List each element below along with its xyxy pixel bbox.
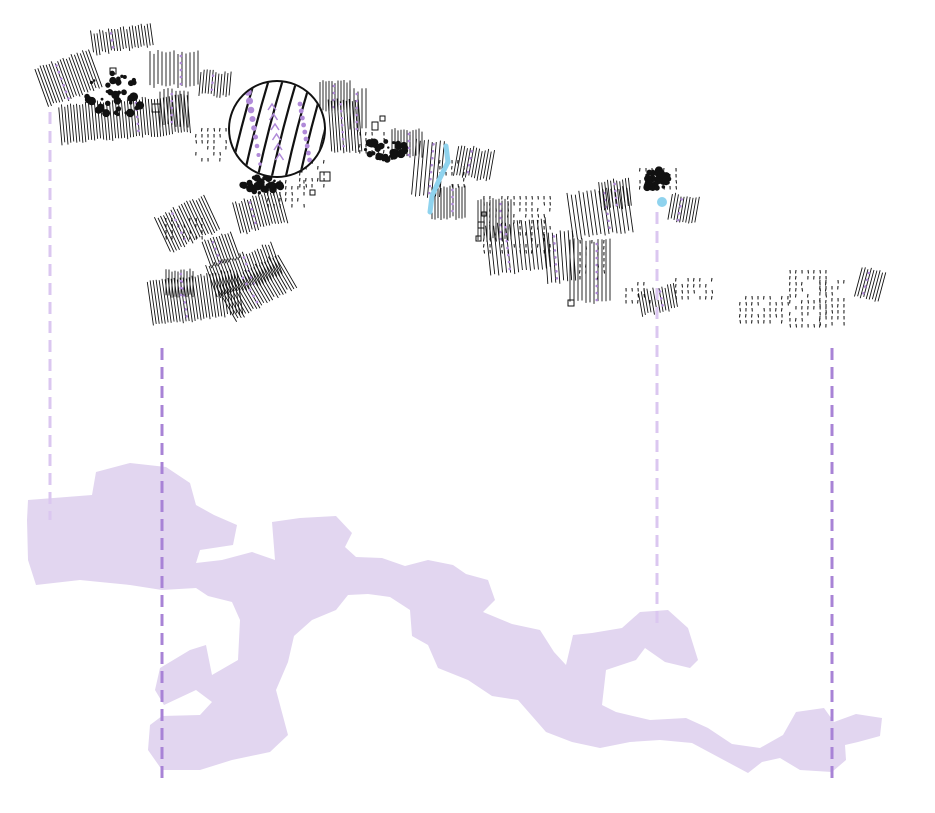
patch-lines-27	[854, 267, 887, 302]
patch-lines-1	[90, 23, 154, 56]
patch-lines-14	[485, 217, 551, 276]
lens-stripes	[230, 82, 324, 176]
patch-dash-29	[195, 127, 227, 162]
patch-dash-42	[165, 217, 203, 240]
patch-lines-0	[34, 49, 103, 107]
water-point-icon	[657, 197, 667, 207]
patch-lines-25	[217, 254, 298, 322]
patch-dash-39	[819, 279, 845, 326]
patch-lines-23	[232, 191, 289, 235]
patch-lines-21	[201, 231, 241, 269]
patch-lines-15	[543, 230, 577, 284]
patch-lines-7	[327, 98, 363, 154]
patch-dash-35	[625, 281, 651, 304]
patch-lines-17	[569, 238, 611, 304]
footprint-shape	[27, 463, 882, 773]
patch-lines-5	[198, 69, 232, 98]
patch-dash-33	[482, 195, 551, 254]
patch-dash-38	[788, 269, 827, 328]
patch-lines-26	[165, 268, 194, 298]
patch-dash-36	[675, 277, 714, 300]
patch-lines-19	[667, 192, 700, 224]
patch-lines-20	[153, 194, 221, 253]
patch-lines-2	[58, 93, 191, 146]
site-footprint-silhouette	[27, 463, 882, 773]
patch-lines-4	[159, 88, 189, 128]
patch-lines-3	[149, 50, 199, 88]
patch-lines-12	[453, 145, 496, 182]
patch-lines-24	[146, 269, 244, 326]
patch-lines-18	[598, 177, 632, 211]
projection-guide-lines	[48, 112, 834, 782]
water-channel-icon	[427, 143, 667, 215]
tree-dot-cluster-icon	[84, 70, 672, 195]
patch-lines-8	[349, 88, 367, 132]
patch-dash-34	[578, 239, 606, 280]
patch-pattern-fragments	[34, 23, 887, 328]
patch-dash-37	[738, 295, 789, 324]
circular-zoom-lens	[228, 80, 326, 178]
